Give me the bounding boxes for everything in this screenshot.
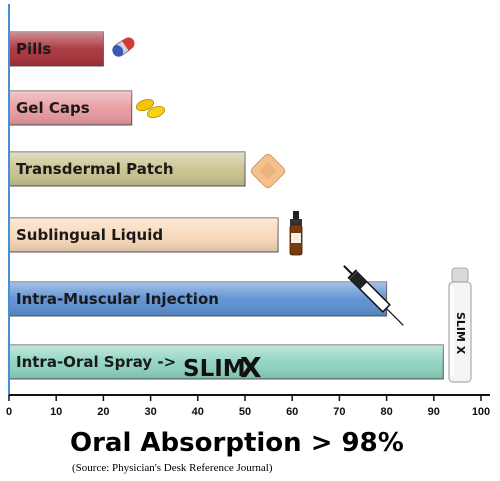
x-tick-label: 80 [380,406,392,418]
bar-2 [8,90,133,126]
bar-label: Gel Caps [16,99,90,117]
svg-text:SLIM: SLIM [183,356,246,382]
x-tick-label: 0 [6,406,12,418]
x-tick-label: 90 [428,406,440,418]
x-tick-label: 20 [97,406,109,418]
x-tick-label: 60 [286,406,298,418]
bar-5 [8,281,388,317]
bar-label: Pills [16,40,51,58]
bar-label: Intra-Muscular Injection [16,290,219,308]
bar-label: Transdermal Patch [16,160,174,178]
patch-icon [250,153,286,189]
logo-x-mark: X [240,351,262,384]
x-tick-label: 100 [472,406,490,418]
x-tick-label: 70 [333,406,345,418]
spray-bottle-icon: SLIM X [448,267,472,383]
source-citation: (Source: Physician's Desk Reference Jour… [72,462,273,474]
dropper-bottle-icon [289,211,303,256]
bottle-label: SLIM X [454,312,467,355]
x-tick-label: 50 [239,406,251,418]
x-tick-label: 10 [50,406,62,418]
bar-4 [8,217,279,253]
pill-capsule-icon [112,37,135,57]
bar-3 [8,151,246,187]
bar-6 [8,344,444,380]
x-tick-label: 30 [144,406,156,418]
syringe-icon [343,265,404,326]
headline: Oral Absorption > 98% [70,428,404,458]
bar-label: Intra-Oral Spray -> [16,353,176,371]
gel-caps-icon [135,98,166,119]
bar-label: Sublingual Liquid [16,226,163,244]
x-tick-label: 40 [192,406,204,418]
bar-1 [8,31,104,67]
